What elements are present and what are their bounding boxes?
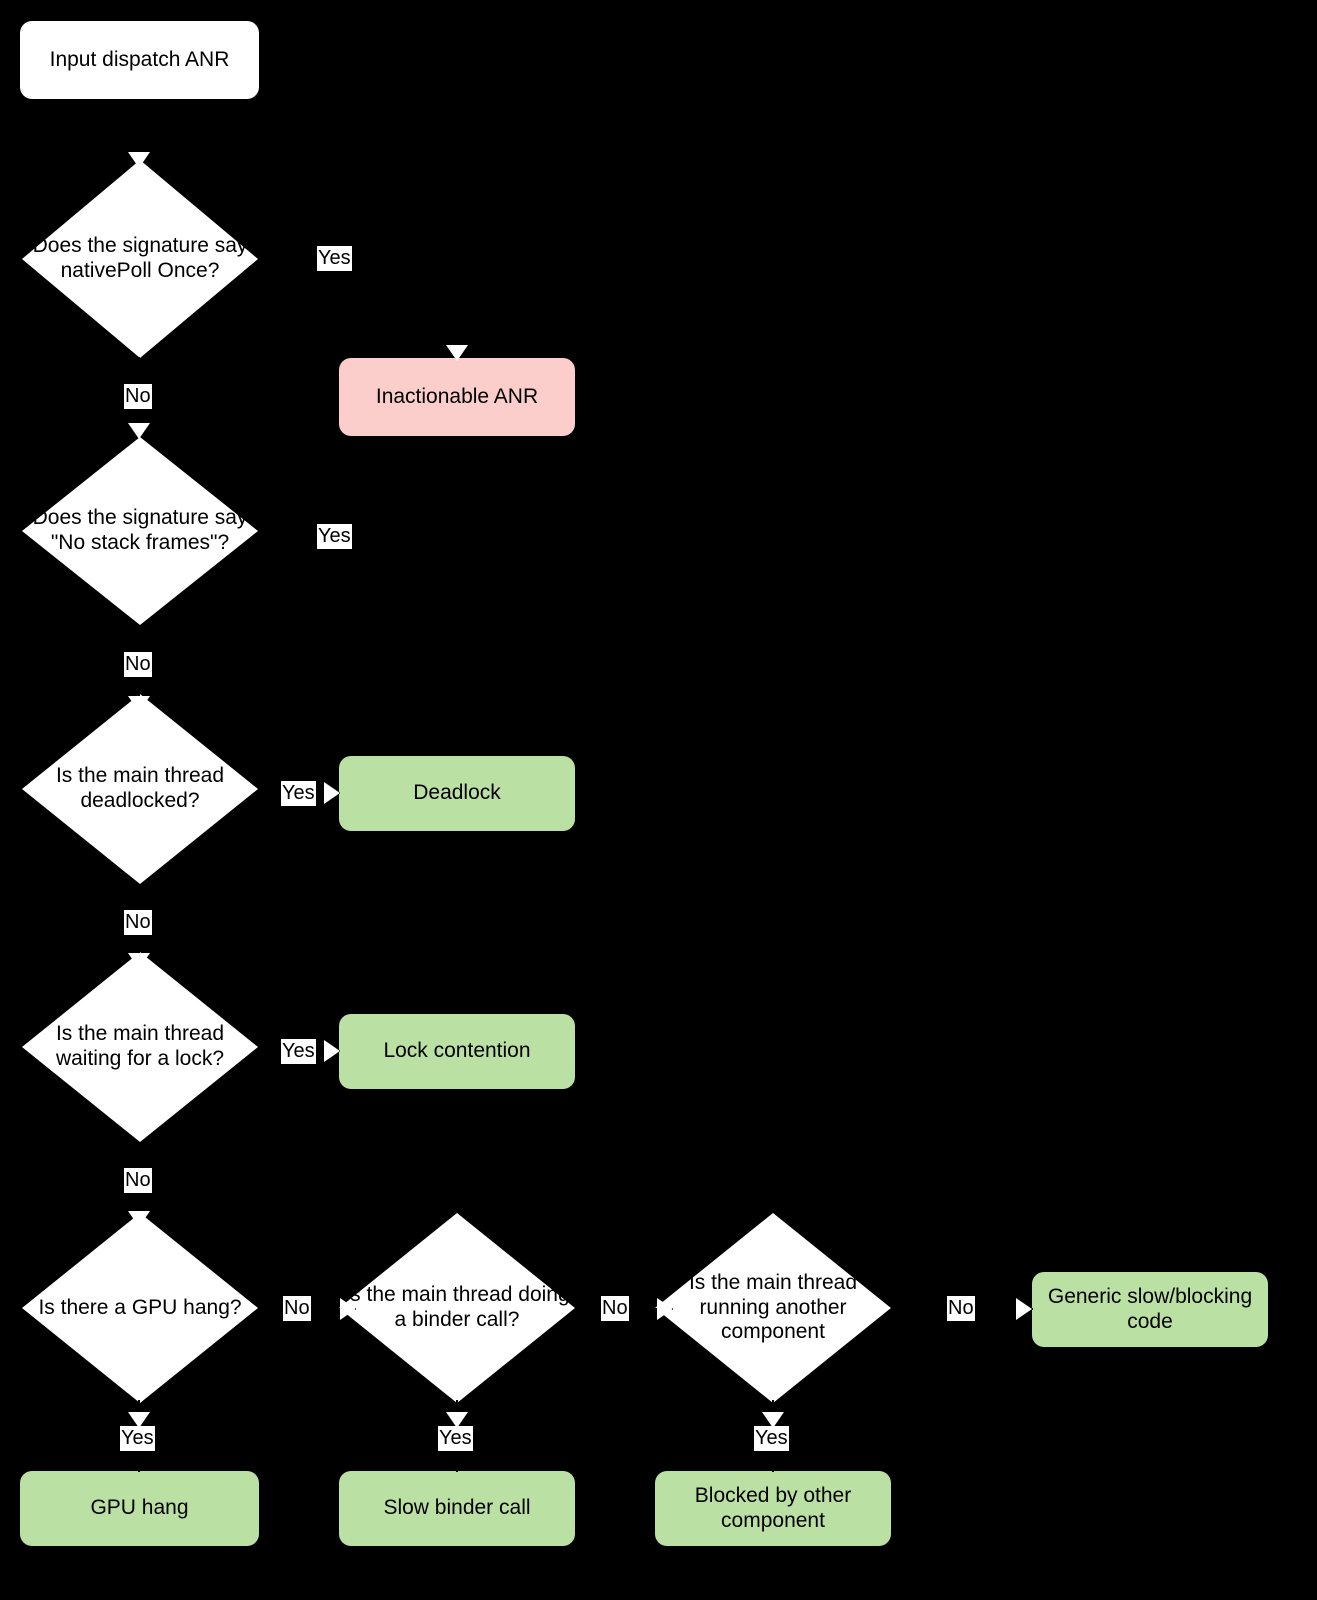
- node-label: Blocked by other component: [694, 1483, 852, 1532]
- arrowhead-gpuhang-yes: [128, 1412, 150, 1428]
- edge-label-waitinglock-yes: Yes: [281, 1039, 316, 1064]
- arrowhead-nativepoll-yes: [446, 345, 468, 361]
- node-lock-contention[interactable]: Lock contention: [339, 1014, 575, 1089]
- edge-label-deadlocked-yes: Yes: [281, 781, 316, 806]
- node-label: Is the main thread deadlocked?: [55, 764, 225, 812]
- node-label: Input dispatch ANR: [49, 47, 230, 71]
- arrowhead-othercomponent-no: [1016, 1298, 1032, 1320]
- node-question-main-thread-deadlocked[interactable]: Is the main thread deadlocked?: [22, 694, 258, 884]
- arrowhead-nativepoll-no: [128, 423, 150, 439]
- edge-label-nostack-no: No: [124, 652, 152, 677]
- node-label: Is the main thread running another compo…: [688, 1270, 858, 1344]
- node-question-other-component[interactable]: Is the main thread running another compo…: [655, 1213, 891, 1403]
- edge-start-to-nativepoll: [138, 99, 140, 161]
- arrowhead-bindercall-yes: [446, 1412, 468, 1428]
- edge-label-othercomponent-no: No: [947, 1296, 975, 1321]
- node-label: Inactionable ANR: [375, 384, 539, 408]
- edge-nativepoll-yes-h: [258, 258, 457, 260]
- edge-label-nostack-yes: Yes: [317, 524, 352, 549]
- arrowhead-deadlocked-no: [128, 953, 150, 969]
- node-question-binder-call[interactable]: Is the main thread doing a binder call?: [339, 1213, 575, 1403]
- edge-nostack-yes-h: [258, 535, 340, 537]
- node-gpu-hang[interactable]: GPU hang: [20, 1471, 259, 1546]
- edge-label-bindercall-no: No: [601, 1296, 629, 1321]
- edge-label-deadlocked-no: No: [124, 910, 152, 935]
- node-question-no-stack-frames[interactable]: Does the signature say "No stack frames"…: [22, 437, 258, 625]
- edge-label-nativepoll-no: No: [124, 384, 152, 409]
- node-label: Lock contention: [383, 1039, 531, 1063]
- edge-label-bindercall-yes: Yes: [438, 1426, 473, 1451]
- node-question-gpu-hang[interactable]: Is there a GPU hang?: [22, 1213, 258, 1403]
- node-question-native-poll-once[interactable]: Does the signature say nativePoll Once?: [22, 160, 258, 358]
- node-label: Is the main thread waiting for a lock?: [55, 1022, 225, 1070]
- node-label: Does the signature say nativePoll Once?: [32, 234, 248, 282]
- node-input-dispatch-anr[interactable]: Input dispatch ANR: [20, 21, 259, 99]
- edge-label-othercomponent-yes: Yes: [754, 1426, 789, 1451]
- node-label: Is the main thread doing a binder call?: [344, 1283, 570, 1331]
- arrowhead-othercomponent-yes: [762, 1412, 784, 1428]
- node-label: Slow binder call: [383, 1496, 531, 1520]
- node-inactionable-anr[interactable]: Inactionable ANR: [339, 358, 575, 436]
- node-label: Generic slow/blocking code: [1047, 1284, 1253, 1333]
- arrowhead-gpuhang-no: [340, 1298, 356, 1320]
- arrowhead-start-to-nativepoll: [128, 152, 150, 168]
- node-question-main-thread-waiting-lock[interactable]: Is the main thread waiting for a lock?: [22, 952, 258, 1142]
- node-blocked-by-other-component[interactable]: Blocked by other component: [655, 1471, 891, 1546]
- node-deadlock[interactable]: Deadlock: [339, 756, 575, 831]
- node-label: GPU hang: [90, 1496, 189, 1520]
- edge-label-waitinglock-no: No: [124, 1168, 152, 1193]
- arrowhead-bindercall-no: [657, 1298, 673, 1320]
- arrowhead-waitinglock-yes: [324, 1040, 340, 1062]
- edge-nativepoll-yes-v: [456, 258, 458, 358]
- node-label: Does the signature say "No stack frames"…: [32, 506, 248, 554]
- node-slow-binder-call[interactable]: Slow binder call: [339, 1471, 575, 1546]
- arrowhead-deadlocked-yes: [324, 782, 340, 804]
- edge-label-nativepoll-yes: Yes: [317, 246, 352, 271]
- node-generic-slow-blocking-code[interactable]: Generic slow/blocking code: [1032, 1272, 1268, 1347]
- node-label: Deadlock: [413, 781, 501, 805]
- arrowhead-waitinglock-no: [128, 1211, 150, 1227]
- edge-label-gpuhang-no: No: [283, 1296, 311, 1321]
- node-label: Is there a GPU hang?: [38, 1295, 242, 1319]
- arrowhead-nostack-no: [128, 696, 150, 712]
- edge-label-gpuhang-yes: Yes: [120, 1426, 155, 1451]
